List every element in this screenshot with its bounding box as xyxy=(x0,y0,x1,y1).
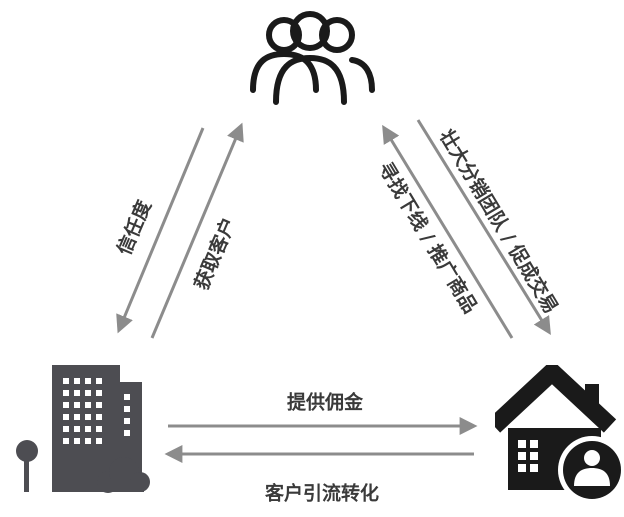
house-person-icon xyxy=(495,365,624,504)
people-group-icon xyxy=(250,11,375,105)
label-bottom-left: 客户引流转化 xyxy=(265,482,379,505)
arrow-right-down xyxy=(416,119,551,336)
office-buildings-icon xyxy=(16,365,150,493)
arrows xyxy=(116,119,551,463)
arrow-left-up xyxy=(150,122,244,339)
label-bottom-right: 提供佣金 xyxy=(287,391,364,414)
label-left-up: 获取客户 xyxy=(190,214,241,293)
label-left-down: 信任度 xyxy=(112,196,156,258)
arrow-left-down xyxy=(116,127,205,334)
arrow-right-up xyxy=(382,124,514,339)
